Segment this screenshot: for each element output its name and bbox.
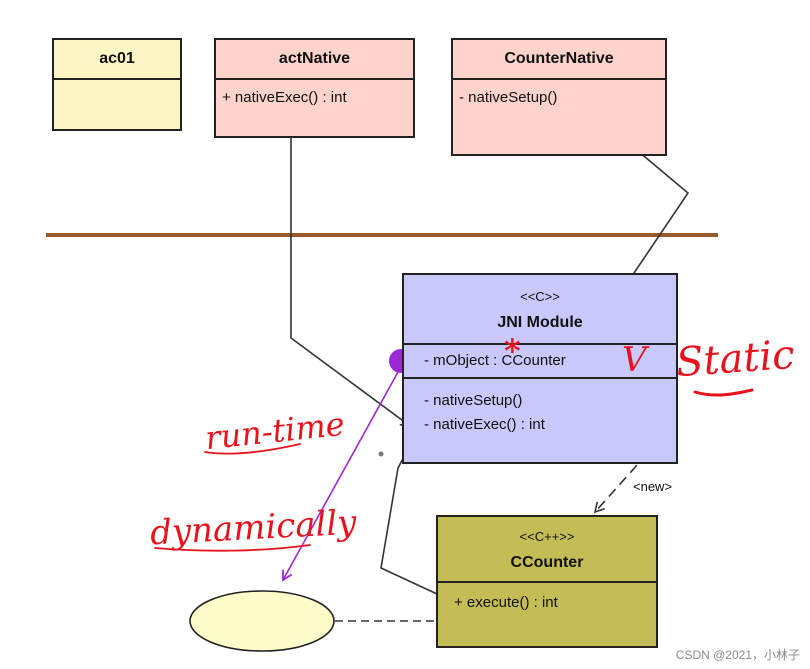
class-actnative: actNative + nativeExec() : int [214,38,415,138]
csdn-watermark: CSDN @2021，小林子 [675,648,800,662]
class-name: CounterNative [504,50,614,67]
purple-reference-arrow [282,371,399,582]
new-label: <new> [633,479,673,494]
stereotype-label: <<C>> [520,289,560,304]
annotation-static: Static [674,331,797,387]
underline-static [693,388,754,397]
method-native-setup: - nativeSetup() [424,392,523,409]
class-jni-module: <<C>> JNI Module - mObject : CCounter - … [402,273,678,464]
red-scribble-dynamically [154,544,311,552]
class-name: CCounter [510,554,584,571]
method-execute: + execute() : int [454,594,558,611]
class-name: ac01 [99,50,135,67]
annotation-asterisk: * [504,332,521,370]
object-ellipse [189,590,335,652]
attribute-mobject: - mObject : CCounter [424,352,566,369]
red-scribble-run-time [204,443,301,455]
stray-dot [378,451,384,457]
method-native-exec: - nativeExec() : int [424,416,545,433]
method-native-setup: - nativeSetup() [459,89,558,106]
class-ccounter: <<C++>> CCounter + execute() : int [436,515,658,648]
class-name: JNI Module [497,314,583,331]
class-ac01: ac01 [52,38,182,131]
class-body [54,80,180,129]
class-counternative: CounterNative - nativeSetup() [451,38,667,156]
stereotype-label: <<C++>> [519,529,575,544]
class-name: actNative [278,50,351,67]
annotation-check-mark: V [622,340,647,380]
connector-actnative-to-jni [290,108,412,427]
method-native-exec: + nativeExec() : int [222,89,347,106]
